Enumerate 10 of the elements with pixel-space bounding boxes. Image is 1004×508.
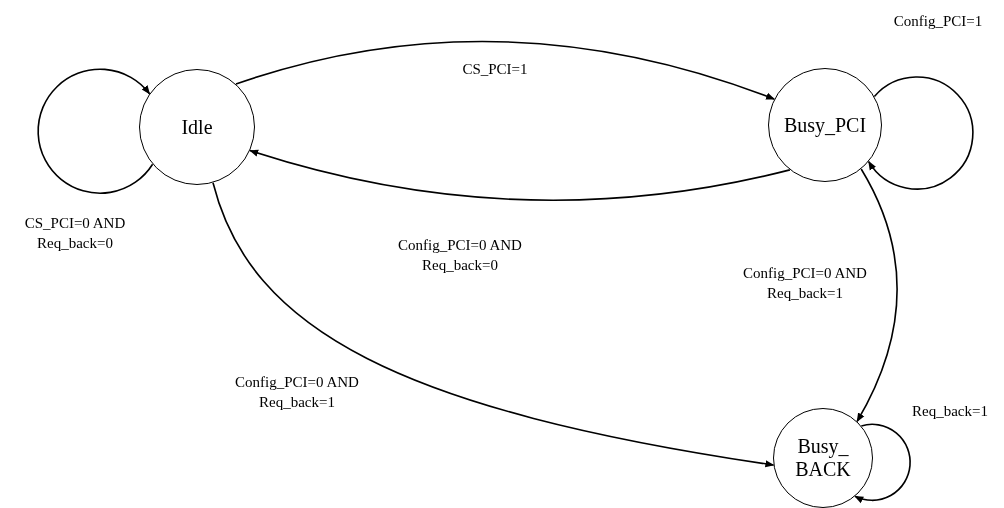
transition-arrow (37, 68, 154, 195)
transition-arrow (854, 423, 911, 503)
state-name: Busy_ BACK (794, 435, 852, 481)
transition-arrow (249, 149, 791, 201)
transition-arrow (867, 76, 974, 190)
transition-arrow (856, 168, 898, 423)
state-name: Busy_PCI (783, 113, 867, 137)
transition-arrow (235, 41, 776, 100)
transition-arrow (212, 182, 775, 468)
state-name: Idle (181, 115, 213, 139)
